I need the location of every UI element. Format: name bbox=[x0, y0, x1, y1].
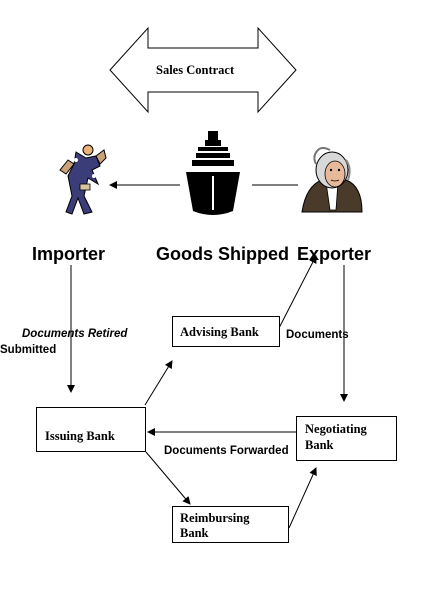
issuing-bank-label: Issuing Bank bbox=[45, 429, 115, 443]
negotiating-bank-label-line1: Negotiating bbox=[305, 422, 367, 436]
issuing-to-advising-arrow bbox=[144, 360, 173, 406]
reimbursing-bank-label-line2: Bank bbox=[180, 526, 209, 540]
negotiating-bank-label-line2: Bank bbox=[305, 438, 334, 452]
issuing-bank-box: Issuing Bank bbox=[36, 407, 146, 452]
advising-bank-box: Advising Bank bbox=[172, 316, 280, 347]
importer-label: Importer bbox=[32, 244, 106, 264]
importer-figure-icon bbox=[59, 144, 107, 215]
documents-forwarded-label: Documents Forwarded bbox=[164, 445, 289, 457]
sales-contract-arrow bbox=[109, 26, 297, 114]
documents-label: Documents bbox=[286, 329, 349, 341]
advising-to-exporter-arrow bbox=[277, 255, 317, 331]
documents-retired-label: Documents Retired bbox=[22, 328, 128, 340]
advising-bank-label: Advising Bank bbox=[180, 325, 259, 339]
reimbursing-to-negotiating-arrow bbox=[288, 467, 317, 529]
sales-contract-label: Sales Contract bbox=[156, 63, 235, 77]
exporter-label: Exporter bbox=[297, 244, 372, 264]
reimbursing-bank-label-line1: Reimbursing bbox=[180, 511, 250, 525]
goods-shipped-label: Goods Shipped bbox=[156, 244, 289, 264]
issuing-to-reimbursing-arrow bbox=[145, 451, 191, 505]
reimbursing-bank-box: Reimbursing Bank bbox=[172, 506, 289, 543]
submitted-label: Submitted bbox=[0, 344, 57, 356]
exporter-portrait-icon bbox=[301, 147, 363, 213]
cargo-ship-icon bbox=[186, 131, 240, 215]
negotiating-bank-box: Negotiating Bank bbox=[296, 416, 397, 461]
